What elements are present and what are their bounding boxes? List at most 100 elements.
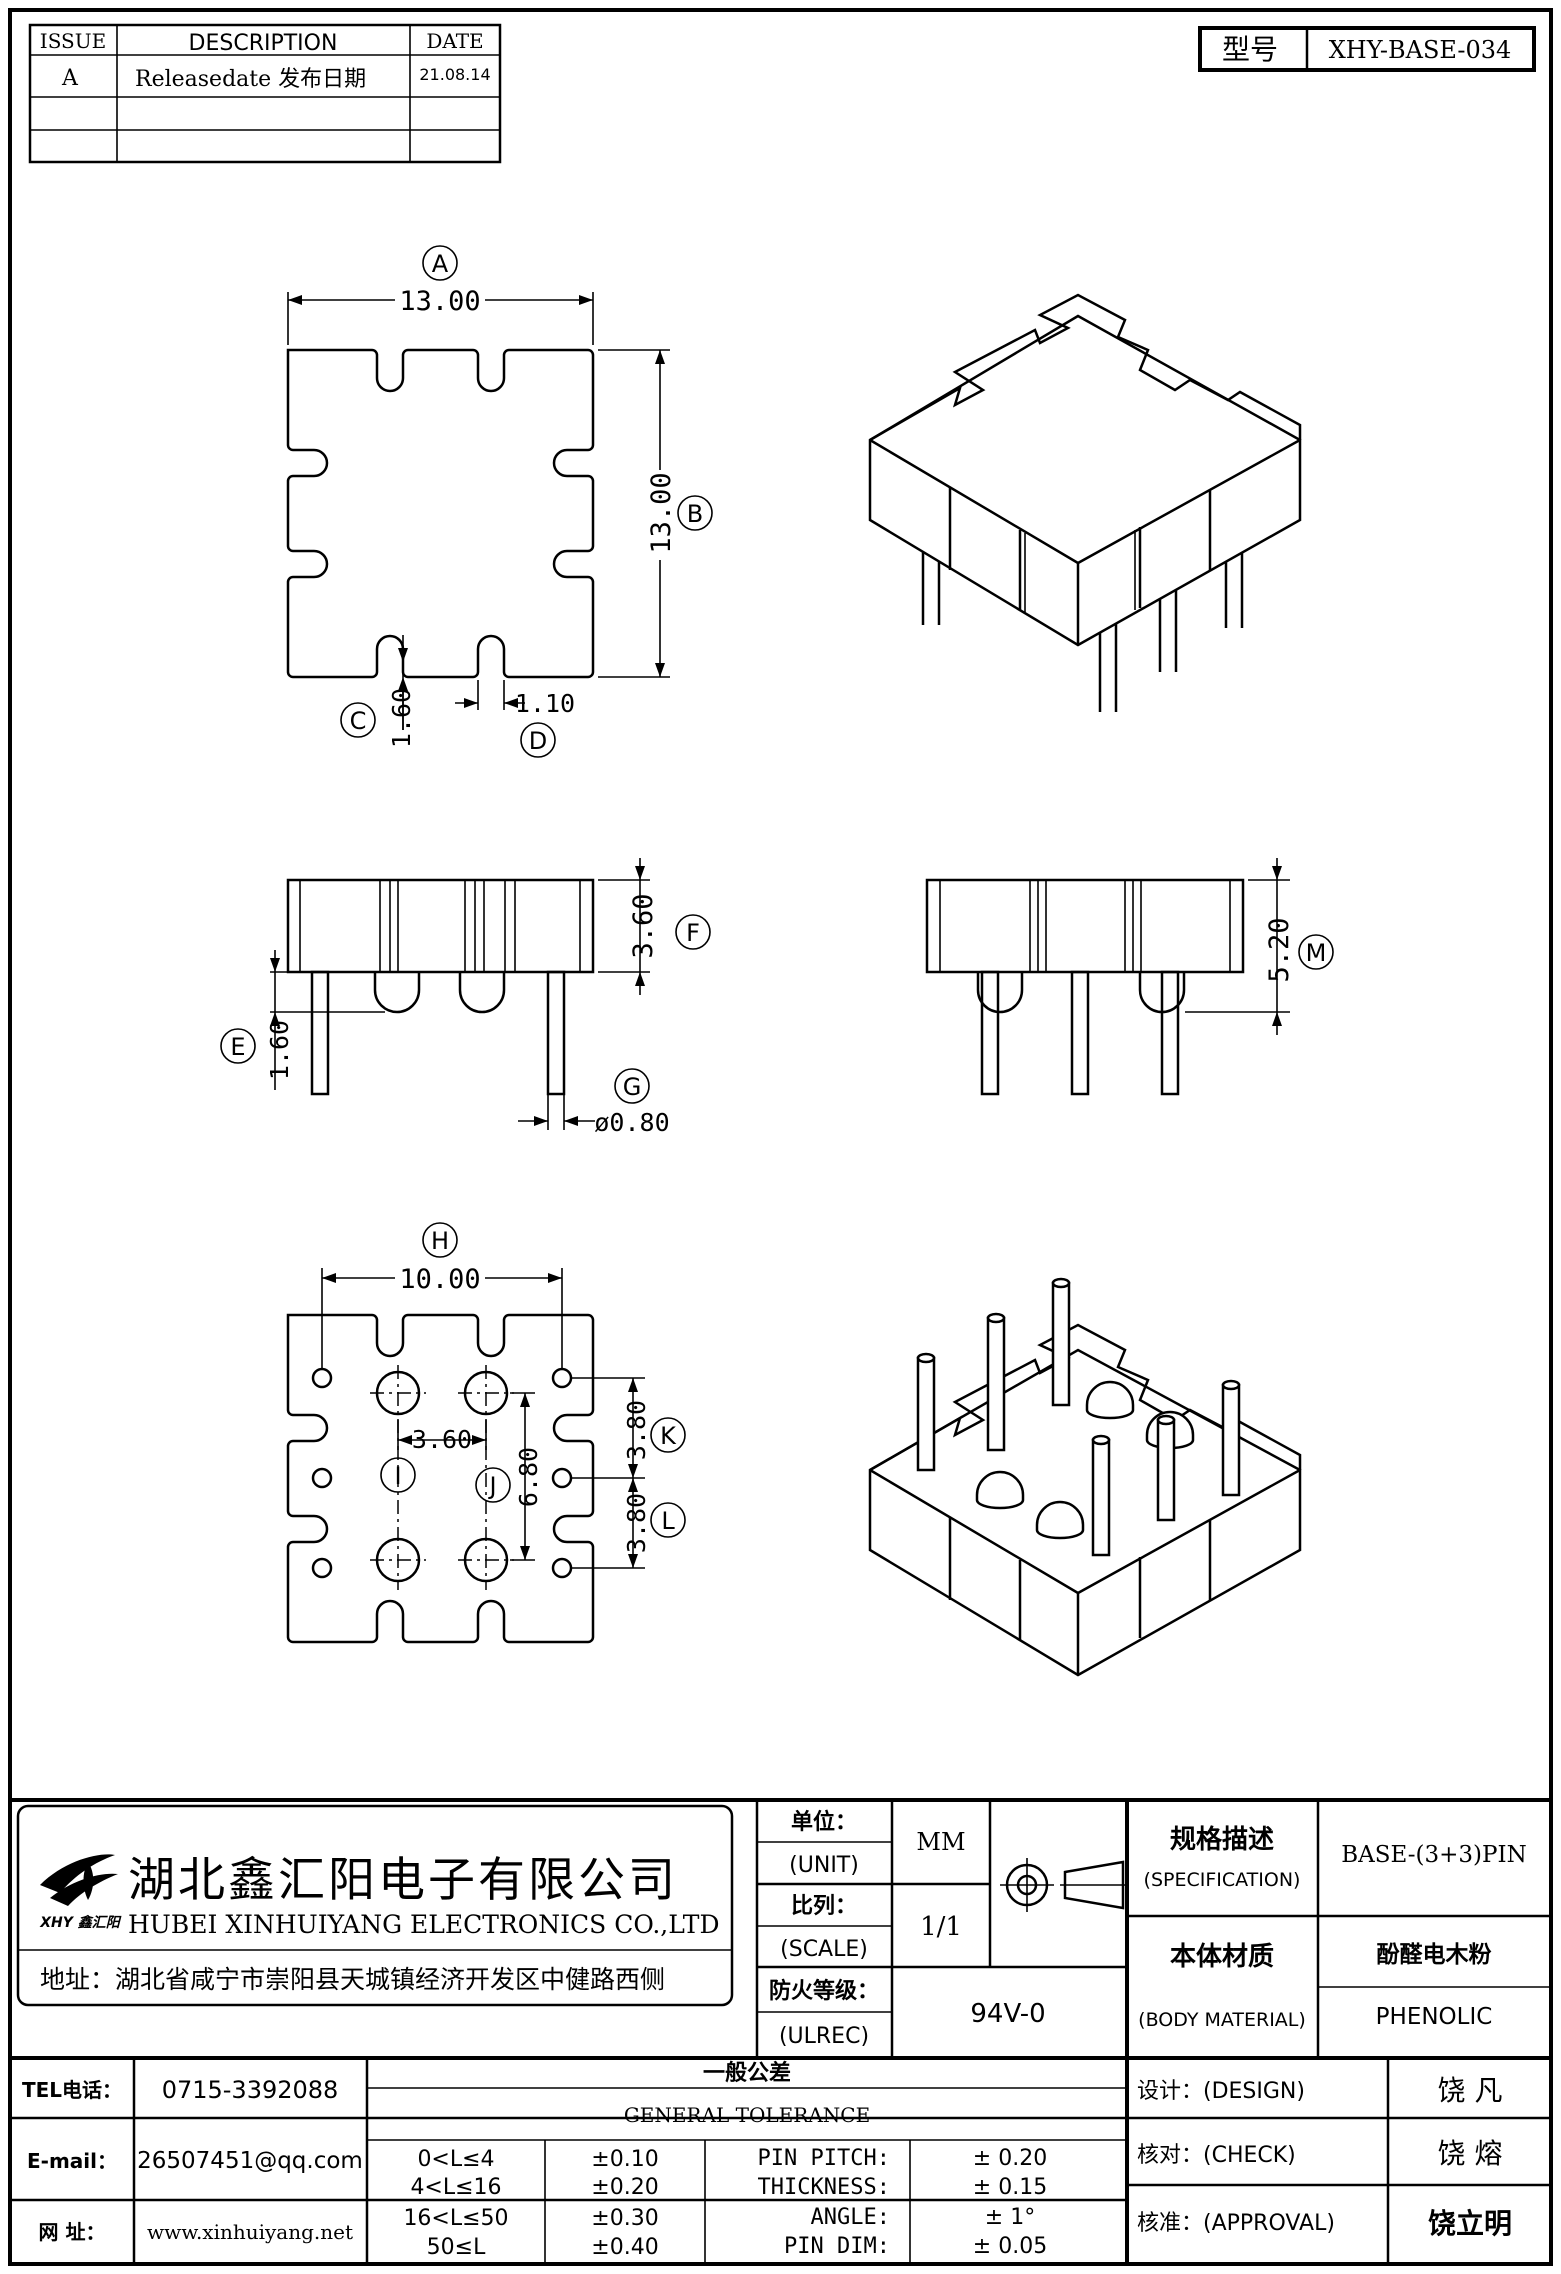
dim-e-value: 1.60 xyxy=(265,1020,294,1080)
side-view: 5.20 M xyxy=(925,858,1334,1096)
dim-c-value: 1.60 xyxy=(387,688,416,748)
scale-label-en: (SCALE) xyxy=(780,1937,868,1962)
dim-i-value: 3.60 xyxy=(412,1425,472,1454)
dim-m-tag-circle xyxy=(1298,934,1334,970)
unit-label-cn: 单位： xyxy=(791,1809,857,1835)
web-value[interactable]: www.xinhuiyang.net xyxy=(147,2220,353,2244)
tol-label-thickness: THICKNESS: xyxy=(758,2175,890,2200)
scale-value: 1/1 xyxy=(920,1912,962,1942)
unit-label-en: (UNIT) xyxy=(789,1853,859,1878)
tel-value[interactable]: 0715-3392088 xyxy=(162,2076,339,2104)
issue-header: ISSUE xyxy=(40,29,106,53)
iso-view-bottom xyxy=(868,1277,1302,1677)
dim-k-value: 3.80 xyxy=(622,1400,651,1460)
dim-j-tag: J xyxy=(487,1472,496,1500)
revision-issue: A xyxy=(61,66,79,91)
model-label: 型号 xyxy=(1222,33,1278,66)
material-cn: 酚醛电木粉 xyxy=(1377,1942,1492,1968)
dim-b-tag: B xyxy=(687,500,703,528)
dim-g-tag: G xyxy=(623,1073,642,1101)
tolerance-title-en: GENERAL TOLERANCE xyxy=(624,2103,870,2127)
dim-h-value: 10.00 xyxy=(399,1264,480,1295)
company-logo: XHY 鑫汇阳 xyxy=(39,1854,122,1931)
dim-f-tag: F xyxy=(686,919,700,947)
check-value: 饶 熔 xyxy=(1438,2137,1503,2170)
side-view-body xyxy=(925,878,1245,974)
tol-range-2: 4<L≤16 xyxy=(410,2175,501,2200)
design-label: 设计：(DESIGN) xyxy=(1137,2079,1305,2104)
dim-l-tag-circle xyxy=(650,1502,686,1538)
dim-b-value: 13.00 xyxy=(646,472,677,553)
dim-j-tag-circle xyxy=(475,1467,511,1503)
revision-description: Releasedate 发布日期 xyxy=(135,67,366,92)
dim-l-value: 3.80 xyxy=(622,1493,651,1553)
description-header: DESCRIPTION xyxy=(189,31,338,56)
dim-m-value: 5.20 xyxy=(1264,917,1295,982)
dim-d-tag-circle xyxy=(520,722,556,758)
dim-h-tag: H xyxy=(431,1227,449,1255)
dim-b-tag-circle xyxy=(677,495,713,531)
front-view: 3.60 F 1.60 E ø0.80 G xyxy=(220,858,711,1137)
tel-label: TEL电话： xyxy=(22,2078,122,2102)
material-label-cn: 本体材质 xyxy=(1170,1942,1274,1972)
dim-k-tag: K xyxy=(660,1422,677,1450)
tol-range-4: 50≤L xyxy=(427,2235,486,2260)
dim-g-tag-circle xyxy=(614,1068,650,1104)
bottom-view: 10.00 H 3.60 I 6.80 J 3.80 3.80 K xyxy=(286,1222,686,1644)
tol-value-2: ±0.20 xyxy=(591,2175,658,2200)
tol-range-3: 16<L≤50 xyxy=(403,2206,508,2231)
tol-value-4: ±0.40 xyxy=(591,2235,658,2260)
dim-a-tag: A xyxy=(432,250,449,278)
dim-d-tag: D xyxy=(529,727,547,755)
tol-value-1: ±0.10 xyxy=(591,2147,658,2172)
front-view-body xyxy=(286,878,595,974)
iso-view-top xyxy=(868,293,1302,712)
top-view: 13.00 A 13.00 B 1.60 C 1.10 D xyxy=(286,245,713,758)
email-label: E-mail： xyxy=(27,2149,117,2173)
tol-value-3: ±0.30 xyxy=(591,2206,658,2231)
date-header: DATE xyxy=(426,29,483,53)
dim-e-tag: E xyxy=(230,1033,245,1061)
dim-k-tag-circle xyxy=(650,1417,686,1453)
dim-j-value: 6.80 xyxy=(514,1447,543,1507)
tol-label-pin-dim: PIN DIM: xyxy=(784,2234,890,2259)
web-label: 网 址： xyxy=(39,2220,106,2244)
material-label-en: (BODY MATERIAL) xyxy=(1138,2009,1306,2031)
company-address: 地址：湖北省咸宁市崇阳县天城镇经济开发区中健路西侧 xyxy=(40,1965,665,1994)
dim-f-value: 3.60 xyxy=(628,893,659,958)
bottom-view-outline xyxy=(286,1313,595,1644)
dim-c-tag: C xyxy=(350,707,367,735)
tolerance-title-cn: 一般公差 xyxy=(703,2060,791,2086)
dim-h-tag-circle xyxy=(422,1222,458,1258)
tol-pin-pitch: ± 0.20 xyxy=(973,2146,1047,2171)
model-number: XHY-BASE-034 xyxy=(1329,36,1512,64)
top-view-outline xyxy=(286,348,595,679)
tol-label-angle: ANGLE: xyxy=(811,2205,890,2230)
scale-label-cn: 比列： xyxy=(791,1894,857,1919)
dim-g-value: ø0.80 xyxy=(594,1108,669,1137)
ulrec-label-en: (ULREC) xyxy=(779,2024,869,2049)
design-value: 饶 凡 xyxy=(1438,2074,1503,2107)
ulrec-value: 94V-0 xyxy=(970,1999,1045,2029)
dim-a-tag-circle xyxy=(422,245,458,281)
dim-a-value: 13.00 xyxy=(399,286,480,317)
company-name-cn: 湖北鑫汇阳电子有限公司 xyxy=(128,1853,678,1908)
dim-c-tag-circle xyxy=(340,702,376,738)
spec-label-cn: 规格描述 xyxy=(1170,1824,1274,1855)
spec-label-en: (SPECIFICATION) xyxy=(1144,1869,1301,1891)
dim-i-tag: I xyxy=(394,1462,401,1490)
revision-date: 21.08.14 xyxy=(419,65,490,84)
model-box: 型号 XHY-BASE-034 xyxy=(1198,26,1536,72)
approval-value: 饶立明 xyxy=(1428,2207,1512,2240)
unit-value: MM xyxy=(916,1828,965,1856)
email-value[interactable]: 26507451@qq.com xyxy=(137,2148,363,2174)
dim-f-tag-circle xyxy=(675,914,711,950)
projection-symbol xyxy=(1000,1858,1126,1912)
title-block: XHY 鑫汇阳 湖北鑫汇阳电子有限公司 HUBEI XINHUIYANG ELE… xyxy=(10,1798,1551,2264)
revision-table: ISSUE DESCRIPTION DATE A Releasedate 发布日… xyxy=(28,23,502,164)
check-label: 核对：(CHECK) xyxy=(1137,2143,1296,2168)
tol-thickness: ± 0.15 xyxy=(973,2175,1047,2200)
approval-label: 核准：(APPROVAL) xyxy=(1137,2211,1335,2236)
dim-d-value: 1.10 xyxy=(515,689,575,718)
